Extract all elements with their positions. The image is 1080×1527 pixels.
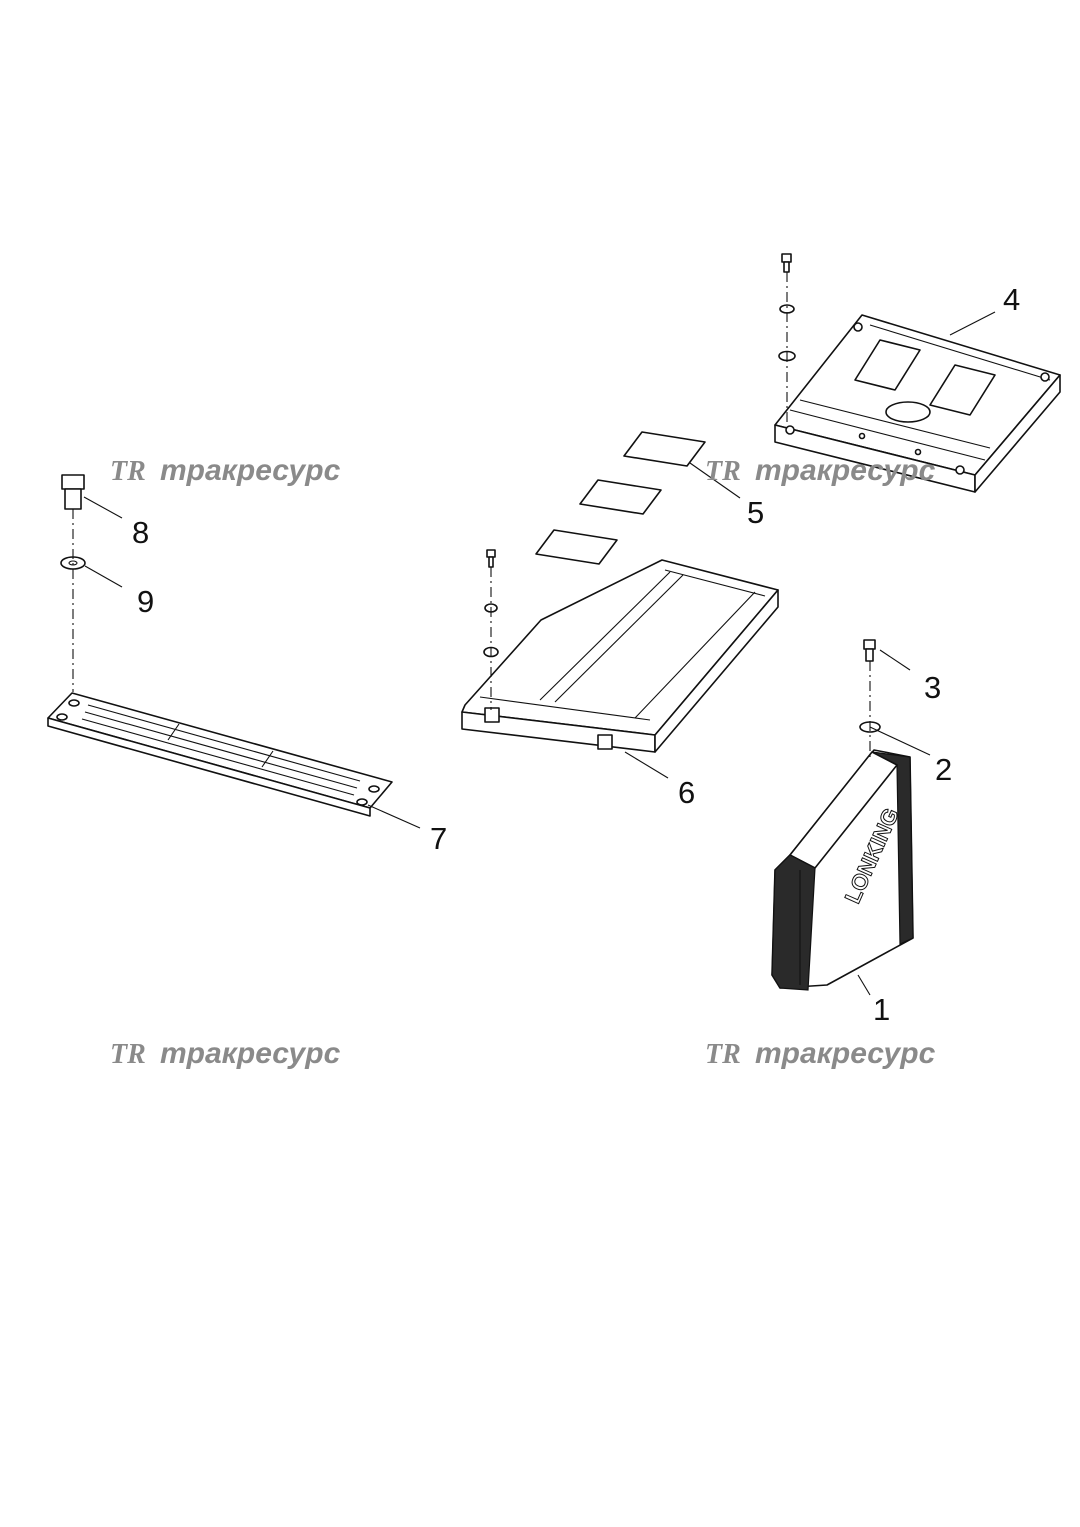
counterweight-part: LONKING xyxy=(771,749,914,991)
plate-bolt-stack xyxy=(778,253,796,426)
callout-5: 5 xyxy=(747,495,764,530)
callout-9: 9 xyxy=(137,584,154,619)
watermark-logo: TR xyxy=(110,1039,146,1070)
callout-1: 1 xyxy=(873,992,890,1027)
watermark-text: тракресурс xyxy=(160,454,341,487)
leader-lines xyxy=(83,311,996,996)
tray-frame-part xyxy=(461,559,779,753)
callout-8: 8 xyxy=(132,515,149,550)
grille-bar-part xyxy=(47,692,393,817)
tray-bolt-stack xyxy=(483,549,499,710)
callout-2: 2 xyxy=(935,752,952,787)
callouts: 1 2 3 4 5 6 7 8 9 xyxy=(132,282,1020,1027)
watermark-text: тракресурс xyxy=(160,1037,341,1070)
mounting-plate-part xyxy=(774,314,1061,493)
callout-7: 7 xyxy=(430,821,447,856)
watermark-top-right: TR тракресурс xyxy=(705,454,936,487)
pad-parts xyxy=(535,431,706,565)
watermark-text: тракресурс xyxy=(755,1037,936,1070)
watermark-text: тракресурс xyxy=(755,454,936,487)
counterweight-bolt-stack xyxy=(859,639,881,760)
watermark-top-left: TR тракресурс xyxy=(110,454,341,487)
watermark-bottom-right: TR тракресурс xyxy=(705,1037,936,1070)
callout-4: 4 xyxy=(1003,282,1020,317)
grille-bolt-stack xyxy=(60,474,86,692)
watermark-logo: TR xyxy=(110,456,146,487)
watermark-bottom-left: TR тракресурс xyxy=(110,1037,341,1070)
callout-6: 6 xyxy=(678,775,695,810)
callout-3: 3 xyxy=(924,670,941,705)
watermark-logo: TR xyxy=(705,456,741,487)
watermark-logo: TR xyxy=(705,1039,741,1070)
